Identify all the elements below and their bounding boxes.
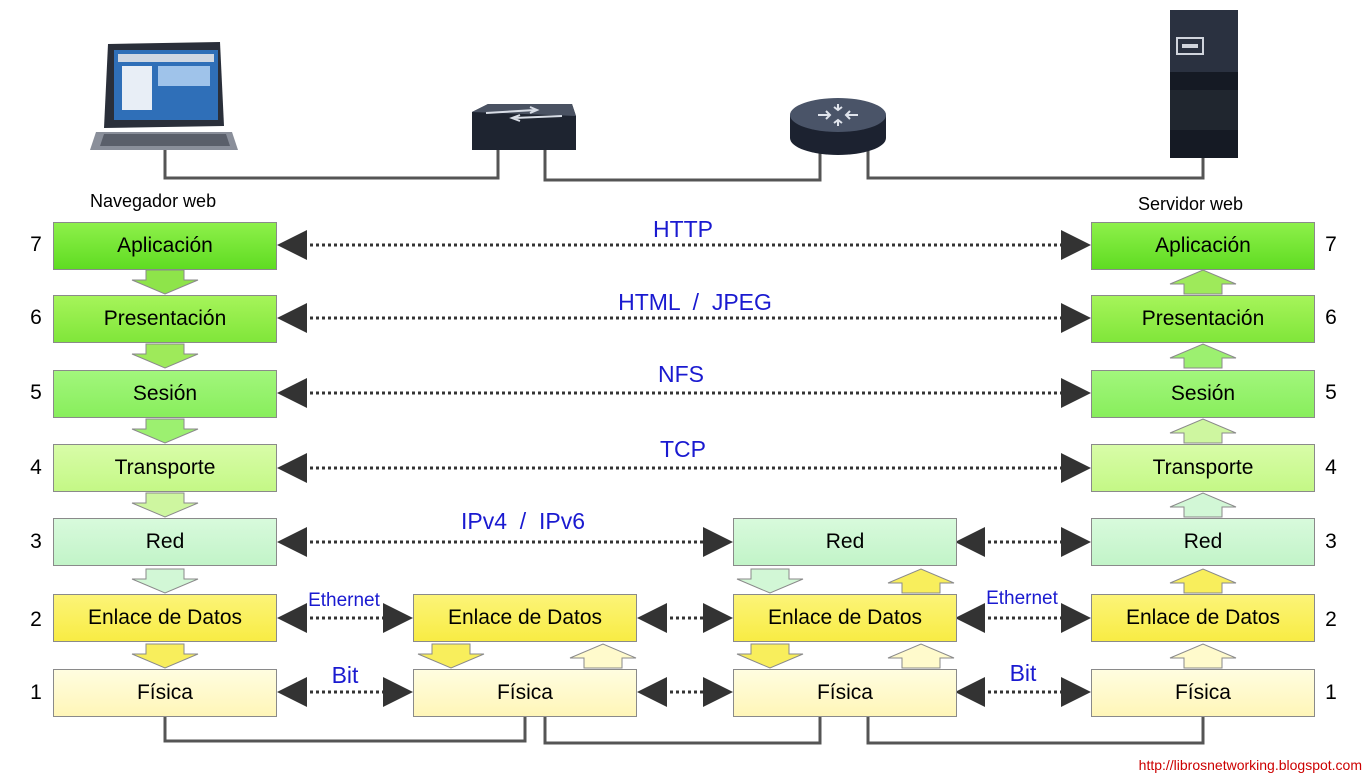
layer-number-5-right: 5 — [1325, 381, 1337, 404]
protocol-html-jpeg: HTML / JPEG — [618, 289, 772, 315]
server-layer-fisica: Física — [1091, 669, 1315, 717]
layer-number-6-left: 6 — [30, 306, 42, 329]
layer-number-2-right: 2 — [1325, 608, 1337, 631]
layer-number-5-left: 5 — [30, 381, 42, 404]
browser-layer-enlace: Enlace de Datos — [53, 594, 277, 642]
top-cables — [163, 150, 1205, 182]
layer-number-3-right: 3 — [1325, 530, 1337, 553]
browser-layer-sesion: Sesión — [53, 370, 277, 418]
server-layer-aplicacion: Aplicación — [1091, 222, 1315, 270]
server-icon — [1170, 10, 1238, 158]
server-layer-enlace: Enlace de Datos — [1091, 594, 1315, 642]
layer-number-6-right: 6 — [1325, 306, 1337, 329]
layer-number-7-left: 7 — [30, 233, 42, 256]
server-layer-transporte: Transporte — [1091, 444, 1315, 492]
protocol-http: HTTP — [652, 216, 714, 242]
router-layer-red: Red — [733, 518, 957, 566]
protocol-nfs: NFS — [658, 361, 704, 387]
down-arrows-left — [131, 269, 804, 669]
up-arrows-right — [569, 269, 1237, 669]
layer-number-4-right: 4 — [1325, 456, 1337, 479]
protocol-ethernet-left: Ethernet — [308, 590, 380, 611]
protocol-arrows — [277, 230, 1091, 707]
protocol-ipv4-ipv6: IPv4 / IPv6 — [461, 508, 585, 534]
switch-layer-enlace: Enlace de Datos — [413, 594, 637, 642]
router-layer-enlace: Enlace de Datos — [733, 594, 957, 642]
layer-number-1-left: 1 — [30, 681, 42, 704]
browser-layer-transporte: Transporte — [53, 444, 277, 492]
protocol-bit-right: Bit — [1009, 660, 1037, 686]
switch-layer-fisica: Física — [413, 669, 637, 717]
layer-number-1-right: 1 — [1325, 681, 1337, 704]
router-icon — [790, 98, 886, 155]
server-layer-presentacion: Presentación — [1091, 295, 1315, 343]
layer-number-4-left: 4 — [30, 456, 42, 479]
protocol-tcp: TCP — [660, 436, 706, 462]
layer-number-3-left: 3 — [30, 530, 42, 553]
laptop-icon — [90, 42, 238, 150]
browser-layer-red: Red — [53, 518, 277, 566]
layer-number-7-right: 7 — [1325, 233, 1337, 256]
protocol-bit-left: Bit — [331, 662, 359, 688]
browser-layer-aplicacion: Aplicación — [53, 222, 277, 270]
server-label: Servidor web — [1138, 194, 1244, 214]
protocol-ethernet-right: Ethernet — [986, 588, 1058, 609]
browser-label: Navegador web — [90, 191, 217, 211]
switch-icon — [472, 104, 576, 150]
bottom-cables — [163, 717, 1205, 745]
browser-layer-fisica: Física — [53, 669, 277, 717]
server-layer-sesion: Sesión — [1091, 370, 1315, 418]
router-layer-fisica: Física — [733, 669, 957, 717]
source-url: http://librosnetworking.blogspot.com — [1138, 757, 1362, 773]
browser-layer-presentacion: Presentación — [53, 295, 277, 343]
server-layer-red: Red — [1091, 518, 1315, 566]
layer-number-2-left: 2 — [30, 608, 42, 631]
